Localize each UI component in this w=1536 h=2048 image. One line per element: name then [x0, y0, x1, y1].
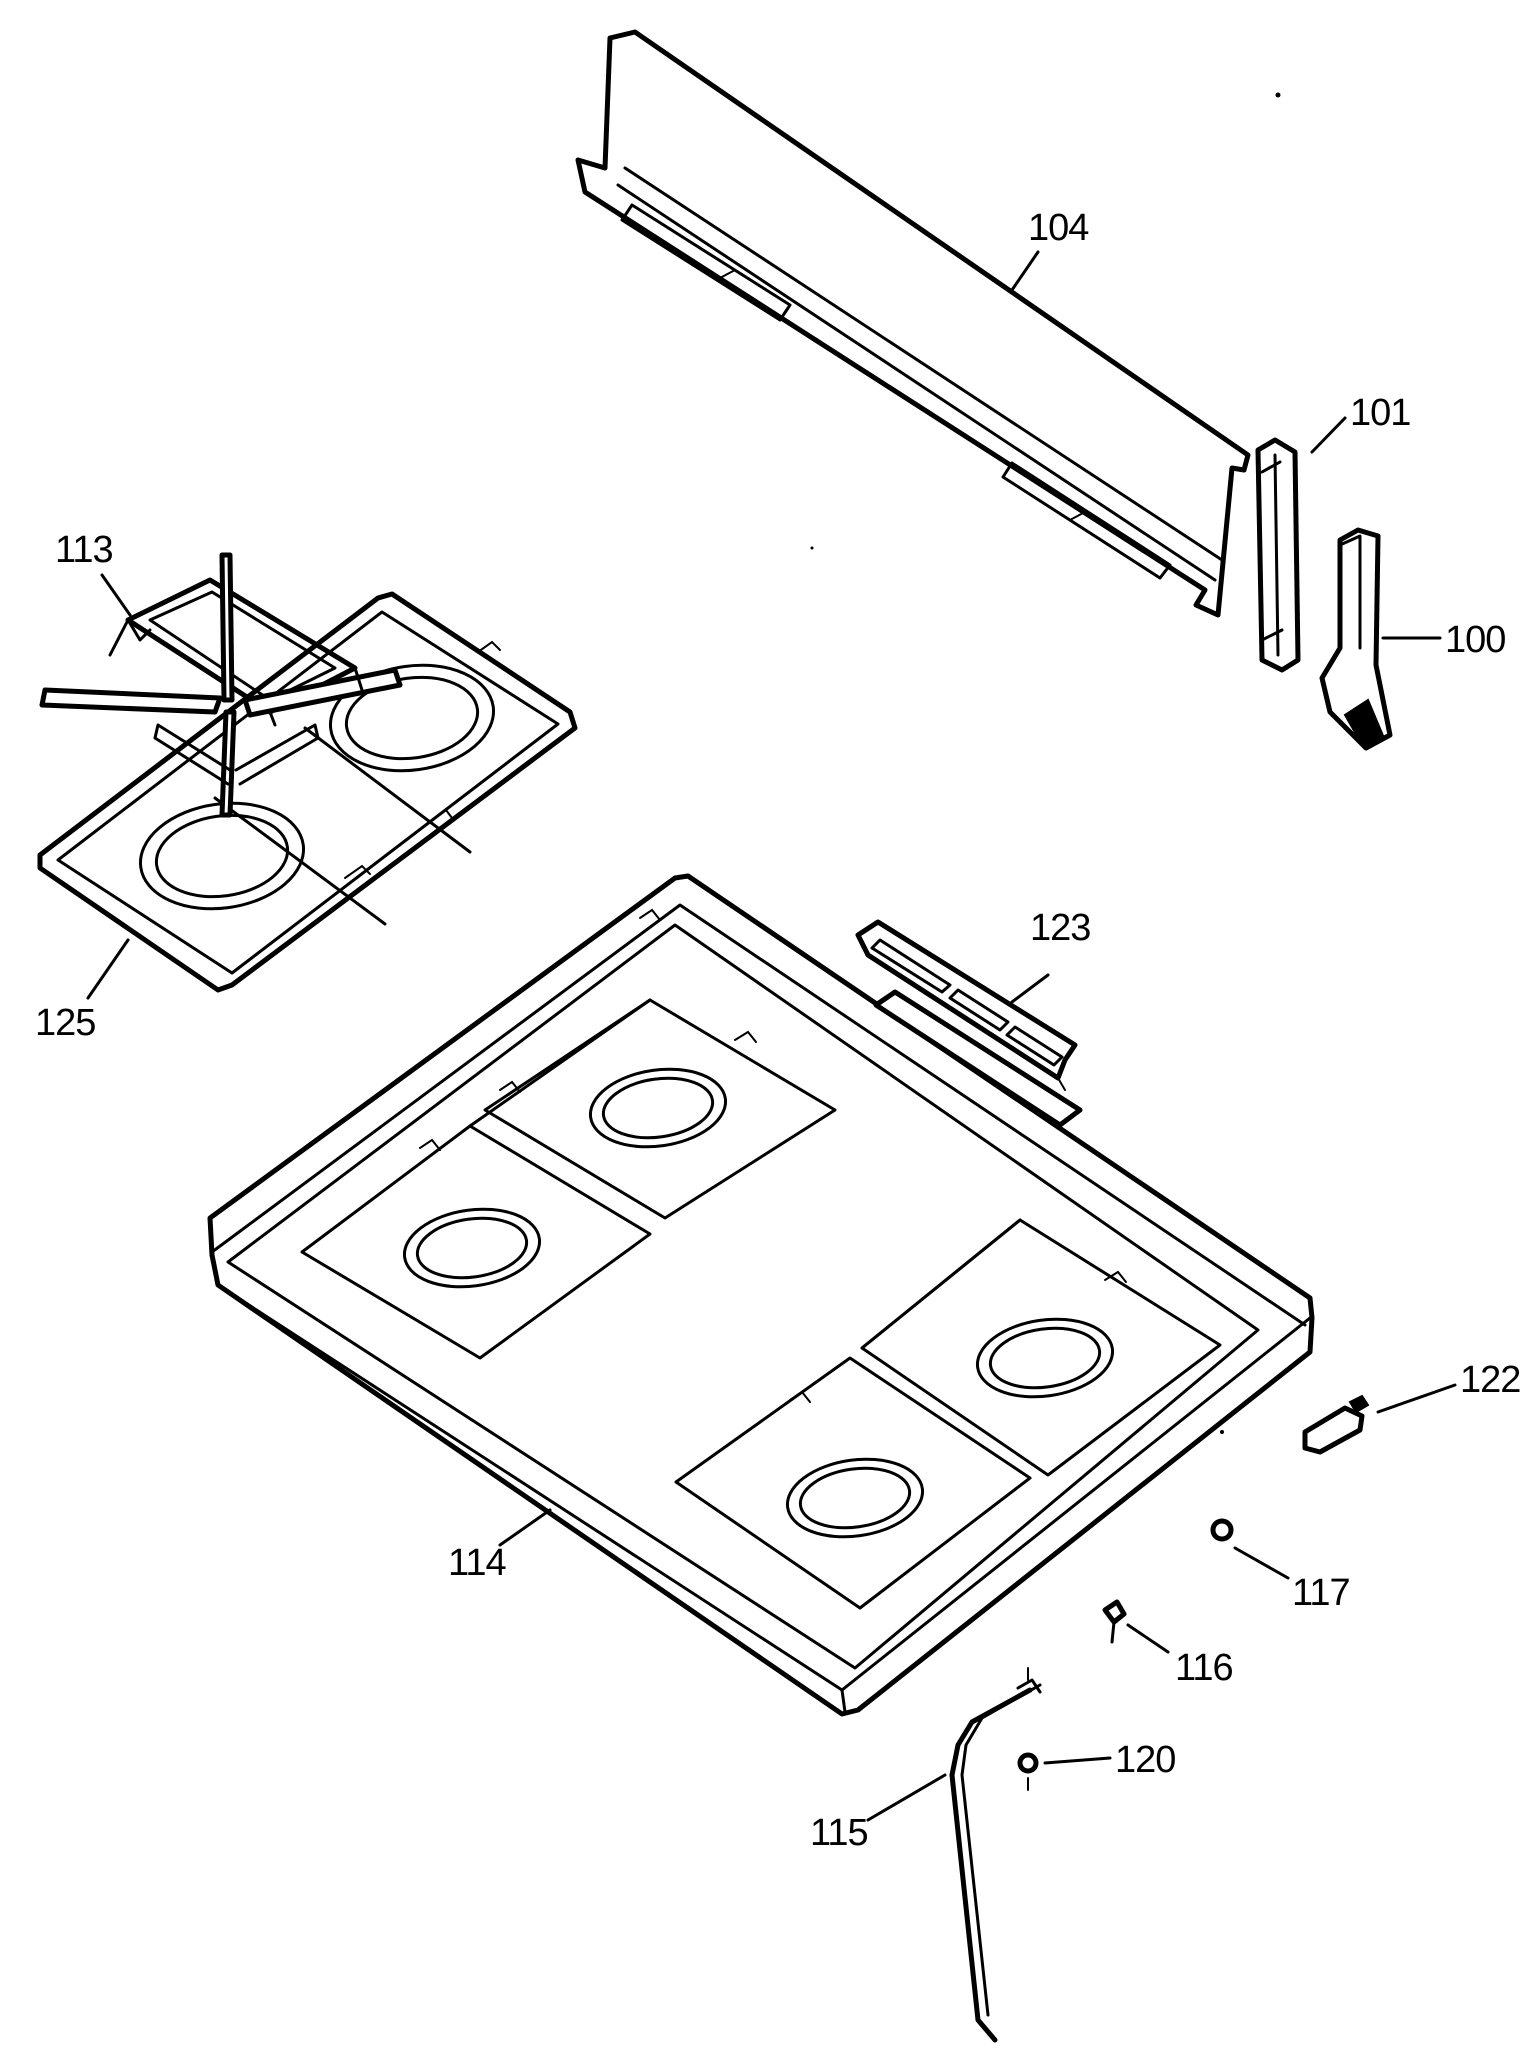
leader-lines	[86, 250, 1457, 1822]
leader-122	[1376, 1383, 1457, 1414]
callout-123: 123	[1030, 907, 1090, 949]
callout-114: 114	[448, 1542, 506, 1584]
part-120-screw	[1017, 1667, 1039, 1791]
part-117-nut	[1210, 1518, 1234, 1542]
callout-122: 122	[1460, 1359, 1520, 1401]
part-122-bracket	[1302, 1394, 1370, 1455]
leader-101	[1310, 416, 1347, 454]
part-113-burner-grate	[39, 552, 403, 818]
leader-123	[1010, 973, 1050, 1004]
leader-115	[866, 1773, 947, 1822]
leader-114	[498, 1508, 552, 1547]
callout-116: 116	[1175, 1647, 1233, 1689]
part-104-backguard	[575, 29, 1251, 618]
callout-labels: 104 101 100 113 125 123 122 117 116 120 …	[35, 207, 1521, 1854]
callout-120: 120	[1115, 1739, 1175, 1781]
part-114-cooktop	[207, 873, 1315, 1717]
scan-specks	[810, 92, 1281, 1434]
leader-120	[1043, 1756, 1112, 1765]
leader-125	[86, 938, 130, 1000]
leader-117	[1233, 1546, 1290, 1580]
leader-104	[1010, 250, 1040, 292]
callout-100: 100	[1445, 619, 1505, 661]
callout-117: 117	[1292, 1572, 1350, 1614]
leader-113	[100, 573, 132, 617]
callout-115: 115	[810, 1812, 868, 1854]
part-115-support-rod	[949, 1678, 1042, 2043]
part-125-drip-tray	[37, 591, 578, 993]
callout-101: 101	[1350, 392, 1410, 434]
part-100-end-cap	[1319, 527, 1393, 751]
part-123-vent-grille	[855, 919, 1078, 1091]
leader-116	[1126, 1623, 1170, 1654]
part-101-side-trim	[1255, 437, 1301, 673]
part-116-screw	[1102, 1599, 1127, 1644]
callout-104: 104	[1028, 207, 1089, 249]
callout-113: 113	[55, 529, 113, 571]
callout-125: 125	[35, 1002, 95, 1044]
